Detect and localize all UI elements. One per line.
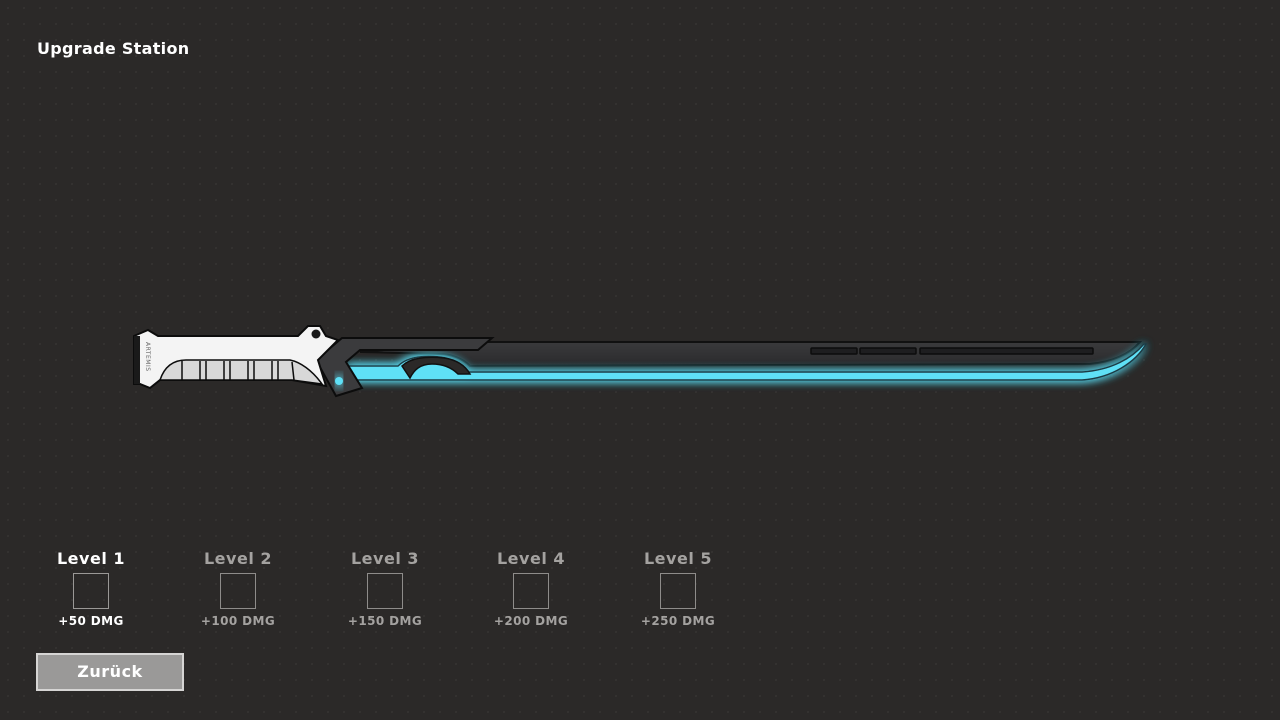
level-slot-1[interactable]: Level 1 +50 DMG [36,549,146,628]
level-label: Level 3 [350,549,419,568]
upgrade-slot-box[interactable] [220,573,256,609]
sword-guard [314,337,495,398]
back-button[interactable]: Zurück [36,653,184,691]
weapon-name-engraving: ARTEMIS [144,342,151,372]
level-slot-5[interactable]: Level 5 +250 DMG [623,549,733,628]
page-title: Upgrade Station [37,39,190,58]
damage-bonus: +50 DMG [58,614,124,628]
upgrade-slot-box[interactable] [73,573,109,609]
level-slot-2[interactable]: Level 2 +100 DMG [183,549,293,628]
damage-bonus: +150 DMG [347,614,423,628]
level-label: Level 2 [203,549,272,568]
upgrade-slot-box[interactable] [660,573,696,609]
damage-bonus: +250 DMG [640,614,716,628]
blade-edge [347,343,1148,381]
level-label: Level 1 [56,549,125,568]
damage-bonus: +100 DMG [200,614,276,628]
damage-bonus: +200 DMG [493,614,569,628]
upgrade-slot-box[interactable] [367,573,403,609]
upgrade-slot-box[interactable] [513,573,549,609]
level-slot-3[interactable]: Level 3 +150 DMG [330,549,440,628]
level-label: Level 5 [643,549,712,568]
level-label: Level 4 [496,549,565,568]
level-slot-4[interactable]: Level 4 +200 DMG [476,549,586,628]
